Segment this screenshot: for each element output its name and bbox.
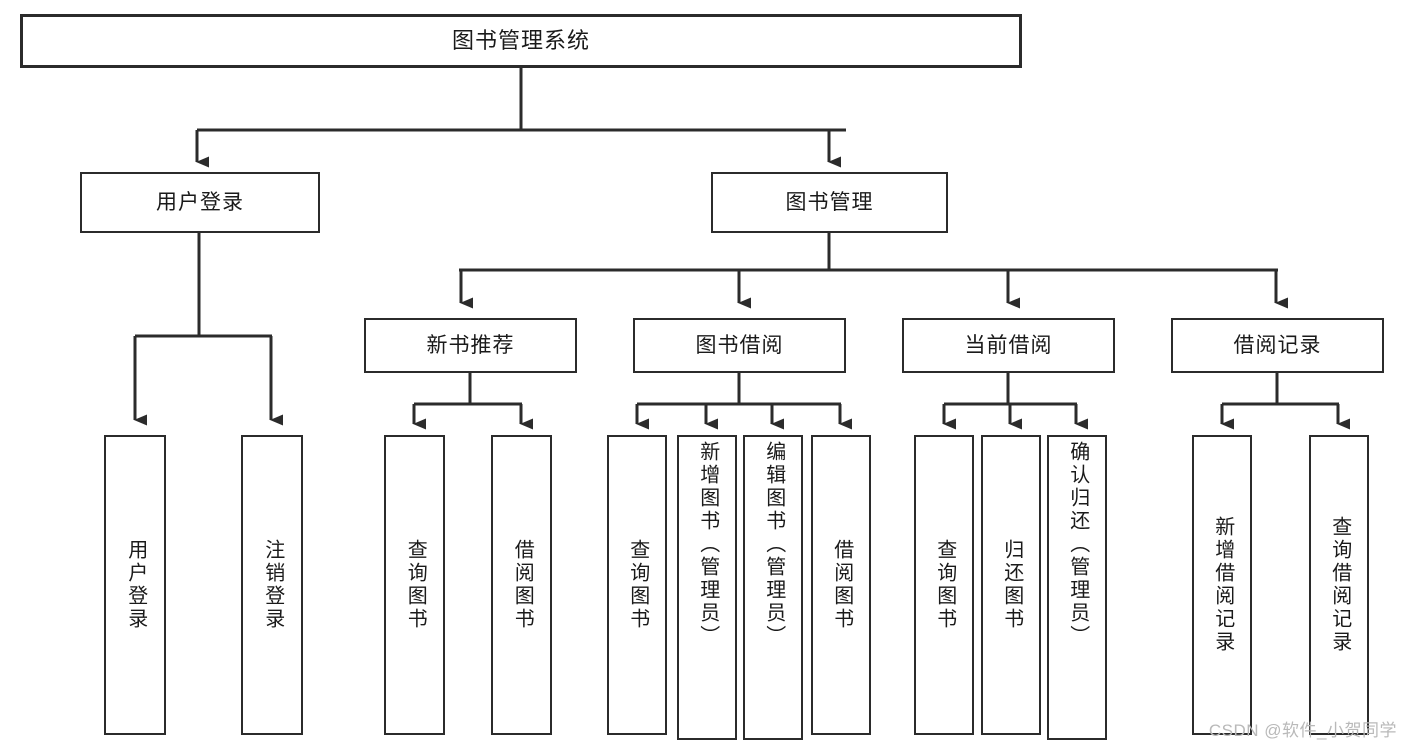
leaf-add-book[interactable]: 新增图书（管理员）: [677, 435, 737, 740]
leaf-borrow-book-1-label: 借阅图书: [511, 539, 534, 631]
node-new-book-rec[interactable]: 新书推荐: [364, 318, 577, 373]
leaf-query-book-1[interactable]: 查询图书: [384, 435, 445, 735]
leaf-edit-book-label: 编辑图书（管理员）: [762, 441, 785, 648]
leaf-query-book-3-label: 查询图书: [933, 539, 956, 631]
node-current-borrow[interactable]: 当前借阅: [902, 318, 1115, 373]
node-root-label: 图书管理系统: [451, 27, 590, 53]
leaf-query-book-3[interactable]: 查询图书: [914, 435, 974, 735]
node-book-borrow-label: 图书借阅: [695, 333, 784, 357]
leaf-borrow-book-2[interactable]: 借阅图书: [811, 435, 871, 735]
node-new-book-rec-label: 新书推荐: [426, 333, 515, 357]
node-borrow-record[interactable]: 借阅记录: [1171, 318, 1384, 373]
leaf-add-record[interactable]: 新增借阅记录: [1192, 435, 1252, 735]
leaf-confirm-return[interactable]: 确认归还（管理员）: [1047, 435, 1107, 740]
leaf-user-logout[interactable]: 注销登录: [241, 435, 303, 735]
node-book-manage[interactable]: 图书管理: [711, 172, 948, 233]
leaf-query-book-2[interactable]: 查询图书: [607, 435, 667, 735]
leaf-return-book-label: 归还图书: [1000, 539, 1023, 631]
leaf-query-book-1-label: 查询图书: [404, 539, 427, 631]
leaf-query-record-label: 查询借阅记录: [1328, 516, 1351, 654]
leaf-user-login-label: 用户登录: [124, 539, 147, 631]
leaf-query-record[interactable]: 查询借阅记录: [1309, 435, 1369, 735]
leaf-user-login[interactable]: 用户登录: [104, 435, 166, 735]
node-user-login-label: 用户登录: [156, 190, 244, 214]
leaf-add-book-label: 新增图书（管理员）: [696, 441, 719, 648]
leaf-borrow-book-2-label: 借阅图书: [830, 539, 853, 631]
node-user-login[interactable]: 用户登录: [80, 172, 320, 233]
node-root[interactable]: 图书管理系统: [20, 14, 1022, 68]
node-book-manage-label: 图书管理: [785, 190, 874, 214]
leaf-add-record-label: 新增借阅记录: [1211, 516, 1234, 654]
leaf-confirm-return-label: 确认归还（管理员）: [1066, 441, 1089, 648]
leaf-edit-book[interactable]: 编辑图书（管理员）: [743, 435, 803, 740]
leaf-borrow-book-1[interactable]: 借阅图书: [491, 435, 552, 735]
node-borrow-record-label: 借阅记录: [1233, 333, 1322, 357]
node-book-borrow[interactable]: 图书借阅: [633, 318, 846, 373]
leaf-query-book-2-label: 查询图书: [626, 539, 649, 631]
leaf-return-book[interactable]: 归还图书: [981, 435, 1041, 735]
node-current-borrow-label: 当前借阅: [964, 333, 1053, 357]
leaf-user-logout-label: 注销登录: [261, 539, 284, 631]
